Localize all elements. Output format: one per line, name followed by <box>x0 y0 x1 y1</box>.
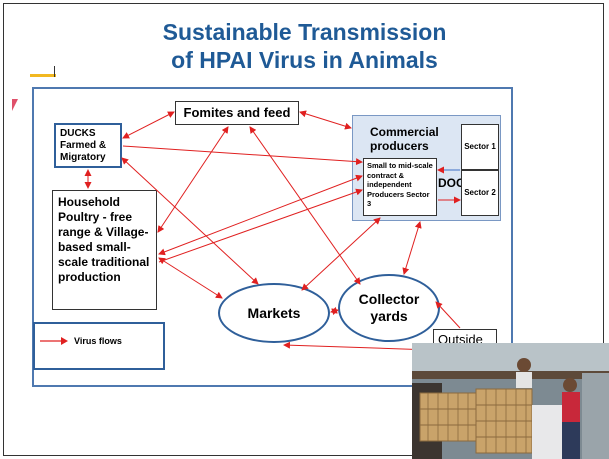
collector-yards-node: Collector yards <box>338 274 440 342</box>
legend-label: Virus flows <box>74 336 122 346</box>
fomites-feed-box: Fomites and feed <box>175 101 299 125</box>
legend-arrow-icon <box>40 337 68 345</box>
small-producers-box: Small to mid-scale contract & independen… <box>363 158 437 216</box>
ducks-box: DUCKS Farmed & Migratory <box>54 123 122 168</box>
poultry-crates-photo <box>412 343 609 459</box>
markets-label: Markets <box>247 305 301 321</box>
doc-label: DOC <box>438 176 465 190</box>
title-line-1: Sustainable Transmission <box>162 19 447 45</box>
photo-image <box>412 343 609 459</box>
title-accent-tick <box>54 66 55 77</box>
title-accent-bar <box>30 74 56 77</box>
sector-2-box: Sector 2 <box>461 170 499 216</box>
collector-yards-label: Collector yards <box>358 291 420 324</box>
slide-frame <box>3 3 604 456</box>
markets-node: Markets <box>218 283 330 343</box>
slide-title: Sustainable Transmission of HPAI Virus i… <box>0 18 609 74</box>
commercial-producers-label: Commercial producers <box>370 125 439 153</box>
corner-triangle <box>12 99 18 111</box>
title-line-2: of HPAI Virus in Animals <box>171 47 438 73</box>
sector-1-box: Sector 1 <box>461 124 499 170</box>
legend-box: Virus flows <box>33 322 165 370</box>
household-poultry-box: Household Poultry - free range & Village… <box>52 190 157 310</box>
